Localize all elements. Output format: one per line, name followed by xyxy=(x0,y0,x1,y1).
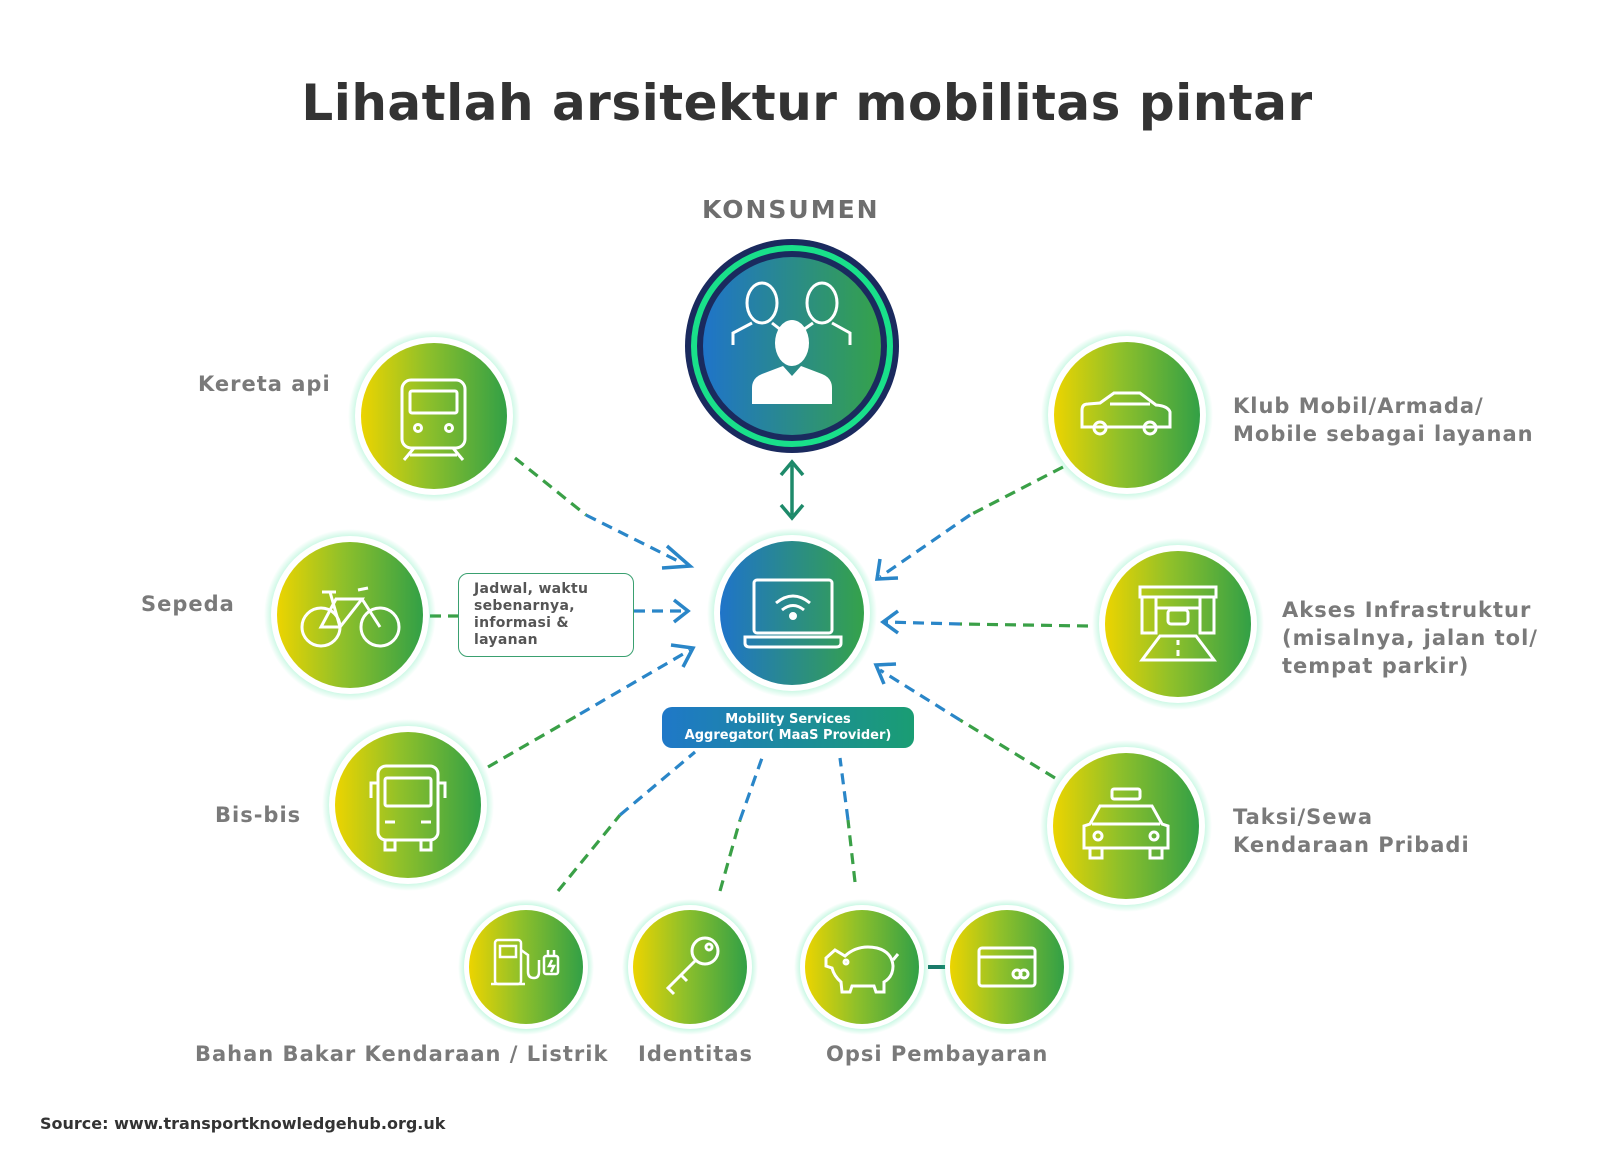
arrow-klub xyxy=(874,558,899,581)
label-akses-line-2: (misalnya, jalan tol/ xyxy=(1282,626,1538,650)
fuel-charger-icon xyxy=(491,938,560,986)
label-taksi: Taksi/Sewa Kendaraan Pribadi xyxy=(1233,803,1470,859)
node-sepeda xyxy=(264,529,436,701)
node-opsi-pembayaran-card xyxy=(939,899,1075,1035)
arrow-taksi xyxy=(873,662,897,685)
node-klub-mobil xyxy=(1041,329,1213,501)
connector-kereta-2 xyxy=(585,513,683,565)
node-opsi-pembayaran-piggy xyxy=(794,899,930,1035)
node-kereta-api xyxy=(348,330,520,502)
label-akses-infrastruktur: Akses Infrastruktur (misalnya, jalan tol… xyxy=(1282,596,1538,680)
arrow-konsumen-down xyxy=(779,503,805,521)
connector-akses xyxy=(959,622,1089,628)
label-klub-mobil-line-2: Mobile sebagai layanan xyxy=(1233,422,1534,446)
arrow-konsumen-up xyxy=(779,459,805,477)
connector-taksi-2 xyxy=(879,668,961,722)
label-konsumen: KONSUMEN xyxy=(702,195,880,224)
label-klub-mobil: Klub Mobil/Armada/ Mobile sebagai layana… xyxy=(1233,392,1534,448)
connector-identitas-2 xyxy=(738,757,764,821)
node-akses-infrastruktur xyxy=(1092,538,1264,710)
label-akses-line-3: tempat parkir) xyxy=(1282,654,1470,678)
toll-gate-icon xyxy=(1138,585,1218,662)
label-kereta-api: Kereta api xyxy=(198,372,331,396)
connector-bis xyxy=(487,712,581,769)
arrow-kereta xyxy=(661,544,695,570)
key-icon xyxy=(665,936,720,996)
info-box-line-4: layanan xyxy=(474,632,538,648)
label-taksi-line-2: Kendaraan Pribadi xyxy=(1233,833,1470,857)
connector-klub-2 xyxy=(879,513,971,579)
source-note: Source: www.transportknowledgehub.org.uk xyxy=(40,1114,446,1133)
maas-line-2: Aggregator( MaaS Provider) xyxy=(684,728,892,743)
connector-bahan-bakar-2 xyxy=(618,750,697,817)
node-bahan-bakar xyxy=(458,899,594,1035)
connectors xyxy=(430,456,1089,969)
taxi-icon xyxy=(1082,787,1170,860)
page-title: Lihatlah arsitektur mobilitas pintar xyxy=(301,74,1313,132)
arrow-akses xyxy=(880,609,900,635)
connector-akses-2 xyxy=(884,620,961,626)
node-identitas xyxy=(622,899,758,1035)
connector-identitas xyxy=(718,819,742,892)
train-icon xyxy=(400,378,467,461)
info-box-line-3: informasi & xyxy=(474,615,569,631)
bicycle-icon xyxy=(300,586,401,648)
connector-bahan-bakar xyxy=(556,813,622,893)
connector-pembayaran xyxy=(846,819,857,883)
info-box-line-1: Jadwal, waktu xyxy=(474,581,589,597)
label-taksi-line-1: Taksi/Sewa xyxy=(1233,805,1374,829)
label-klub-mobil-line-1: Klub Mobil/Armada/ xyxy=(1233,394,1484,418)
info-box-line-2: sebenarnya, xyxy=(474,598,575,614)
maas-provider-badge: Mobility Services Aggregator( MaaS Provi… xyxy=(662,707,914,748)
bus-icon xyxy=(369,764,447,852)
connector-bis-2 xyxy=(579,648,691,716)
node-bis-bis xyxy=(322,719,494,891)
connector-klub xyxy=(969,465,1064,517)
maas-line-1: Mobility Services xyxy=(725,712,851,727)
arrow-sepeda xyxy=(672,598,691,624)
label-identitas: Identitas xyxy=(638,1042,753,1066)
connector-pembayaran-2 xyxy=(838,757,850,821)
label-akses-line-1: Akses Infrastruktur xyxy=(1282,598,1532,622)
node-taksi xyxy=(1040,740,1212,912)
connector-taksi xyxy=(959,718,1056,780)
arrow-bis xyxy=(670,643,696,668)
node-maas xyxy=(707,528,877,698)
node-konsumen xyxy=(685,239,899,453)
connector-kereta xyxy=(513,456,588,517)
laptop-wifi-icon xyxy=(743,578,843,649)
label-bis-bis: Bis-bis xyxy=(215,803,302,827)
label-bahan-bakar: Bahan Bakar Kendaraan / Listrik xyxy=(195,1042,609,1066)
label-sepeda: Sepeda xyxy=(141,592,235,616)
credit-card-icon xyxy=(977,946,1037,988)
piggy-bank-icon xyxy=(824,945,900,994)
car-icon xyxy=(1080,391,1172,436)
label-opsi-pembayaran: Opsi Pembayaran xyxy=(826,1042,1049,1066)
info-box: Jadwal, waktu sebenarnya, informasi & la… xyxy=(458,573,634,657)
